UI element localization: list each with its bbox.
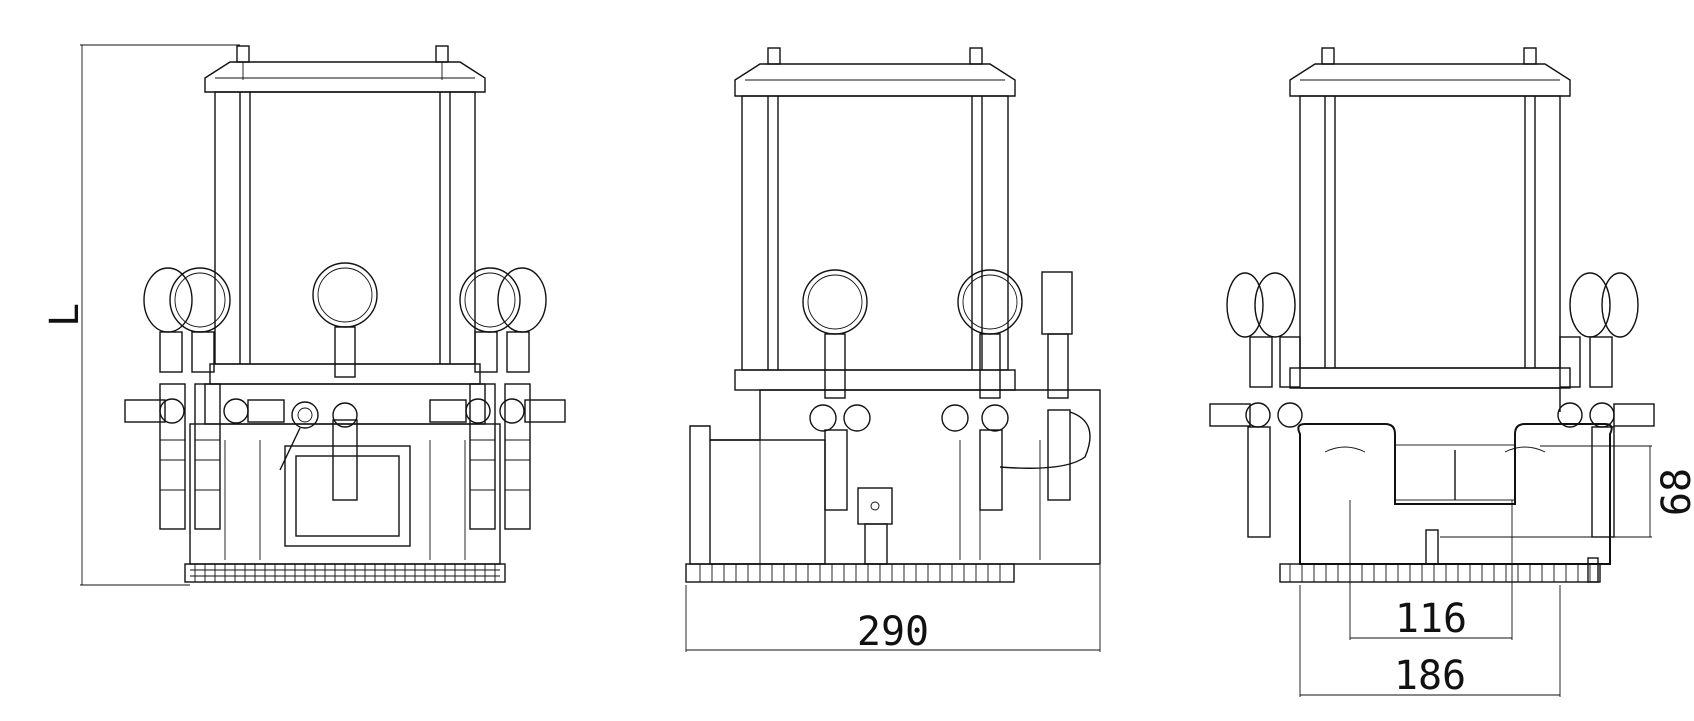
dimension-depth: 68: [1440, 445, 1694, 538]
side-gauge-left: [802, 269, 868, 399]
dimension-height: L: [42, 44, 240, 586]
side-gauge-edge: [1041, 271, 1073, 399]
dimension-mount-inner: 116: [1349, 500, 1513, 642]
rear-view: 68 116 186: [1209, 47, 1694, 699]
rear-gauge-left: [1226, 272, 1301, 388]
side-outlets: [809, 404, 1091, 511]
front-base: [184, 383, 506, 583]
side-base: [685, 389, 1101, 583]
dimension-mount-outer: 186: [1299, 585, 1561, 699]
dimension-width-side-label: 290: [857, 609, 929, 655]
dimension-mount-outer-label: 186: [1394, 653, 1466, 699]
rear-reservoir: [1289, 95, 1571, 389]
dimension-mount-inner-label: 116: [1395, 596, 1467, 642]
front-gauge-right: [459, 267, 547, 373]
rear-gauge-right: [1559, 272, 1639, 388]
front-gauge-left: [143, 267, 231, 373]
rear-base: [1279, 387, 1613, 583]
dimension-height-label: L: [42, 303, 88, 327]
front-outlets: [124, 383, 566, 530]
front-reservoir: [209, 91, 481, 385]
side-reservoir: [734, 95, 1016, 391]
side-lid: [734, 47, 1016, 97]
dimension-depth-label: 68: [1654, 468, 1694, 516]
front-gauge-center: [312, 262, 378, 378]
side-view: 290: [685, 47, 1101, 655]
front-view: L: [42, 44, 566, 586]
side-gauge-right: [957, 269, 1023, 399]
rear-lid: [1289, 47, 1571, 97]
dimension-width-side: 290: [685, 565, 1101, 655]
front-lid: [204, 45, 486, 93]
